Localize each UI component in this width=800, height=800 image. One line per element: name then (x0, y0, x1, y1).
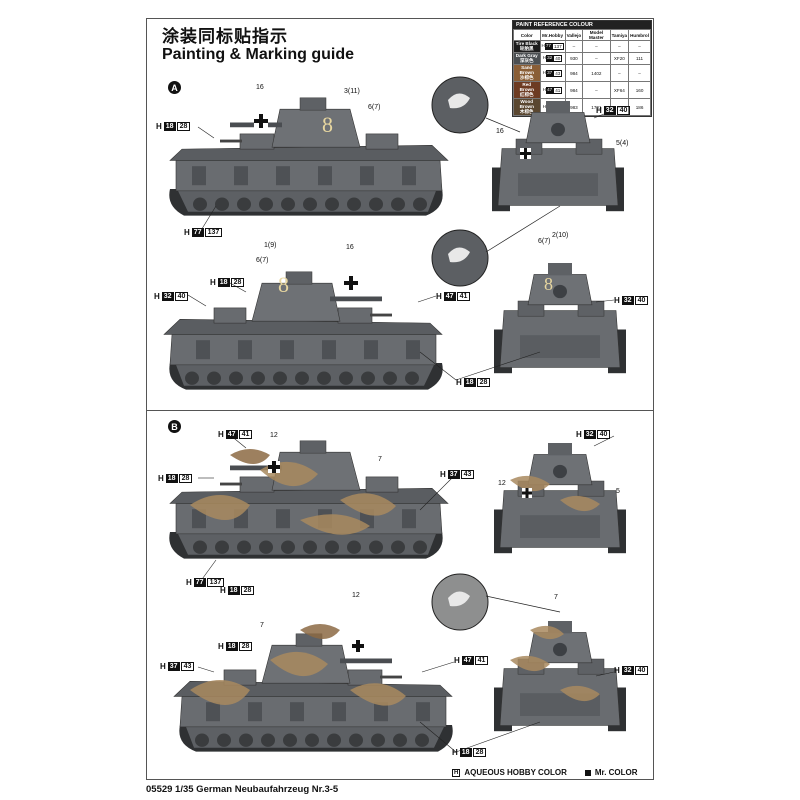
decal-number: 7 (378, 456, 382, 463)
color-legend: H AQUEOUS HOBBY COLOR Mr. COLOR (452, 768, 638, 777)
page-title-chinese: 涂装同标贴指示 (162, 27, 288, 46)
balkenkreuz-icon (268, 461, 280, 473)
balkenkreuz-icon (522, 488, 532, 498)
decal-number: 12 (270, 432, 278, 439)
balkenkreuz-icon (344, 276, 358, 290)
mr-color-legend-icon (584, 769, 591, 776)
decal-number: 5(4) (616, 140, 629, 147)
col-humbrol: Humbrol (628, 29, 651, 41)
page-frame (146, 18, 654, 780)
page-title: Painting & Marking guide (162, 46, 355, 63)
tank-b-rear-view (493, 442, 627, 554)
decal-number: 16 (346, 244, 354, 251)
eight-marking-icon: 8 (278, 272, 289, 297)
decal-number: 6(7) (368, 104, 381, 111)
decal-number: 12 (498, 480, 506, 487)
modelmaster-code: 1701 (582, 98, 611, 116)
detail-circle-a1 (431, 76, 521, 134)
decal-number: 5 (616, 488, 620, 495)
balkenkreuz-icon (254, 114, 268, 128)
decal-number: 16 (496, 128, 504, 135)
tank-b-left-side (168, 440, 449, 560)
section-divider (146, 410, 654, 411)
decal-number: 1(9) (264, 242, 277, 249)
decal-number: 7 (554, 594, 558, 601)
detail-circle-a2 (431, 205, 561, 287)
tank-a-right-side: 8 (163, 271, 444, 391)
decal-number: 6(7) (538, 238, 551, 245)
paint-reference-table: PAINT REFERENCE COLOUR Color Mr.Hobby Va… (512, 20, 652, 117)
mr-color-legend-label: Mr. COLOR (594, 768, 638, 777)
tank-b-front-view (493, 620, 627, 732)
humbrol-code: 186 (628, 98, 651, 116)
reference-table-title: PAINT REFERENCE COLOUR (513, 21, 651, 29)
reference-table-header: Color Mr.Hobby Vallejo Model Master Tami… (513, 29, 651, 41)
aqueous-legend-label: AQUEOUS HOBBY COLOR (464, 768, 567, 777)
detail-circle-b1 (431, 573, 561, 631)
decal-number: 6(7) (256, 257, 269, 264)
decal-number: 3(11) (344, 88, 360, 95)
tank-a-front-view: 8 (493, 262, 627, 374)
decal-number: 12 (352, 592, 360, 599)
aqueous-legend-icon: H (452, 768, 461, 777)
tank-a-rear-view (491, 100, 625, 212)
section-a-marker: A (168, 81, 181, 94)
balkenkreuz-icon (520, 148, 531, 159)
decal-number: 16 (256, 84, 264, 91)
tank-b-right-side (173, 624, 454, 753)
product-caption: 05529 1/35 German Neubaufahrzeug Nr.3-5 (146, 784, 339, 795)
decal-number: 2(10) (552, 232, 569, 239)
section-b-marker: B (168, 420, 181, 433)
decal-number: 7 (260, 622, 264, 629)
balkenkreuz-icon (352, 640, 364, 652)
eight-marking-icon: 8 (322, 112, 333, 137)
tank-a-left-side: 8 (168, 97, 449, 217)
eight-marking-icon: 8 (544, 274, 553, 294)
